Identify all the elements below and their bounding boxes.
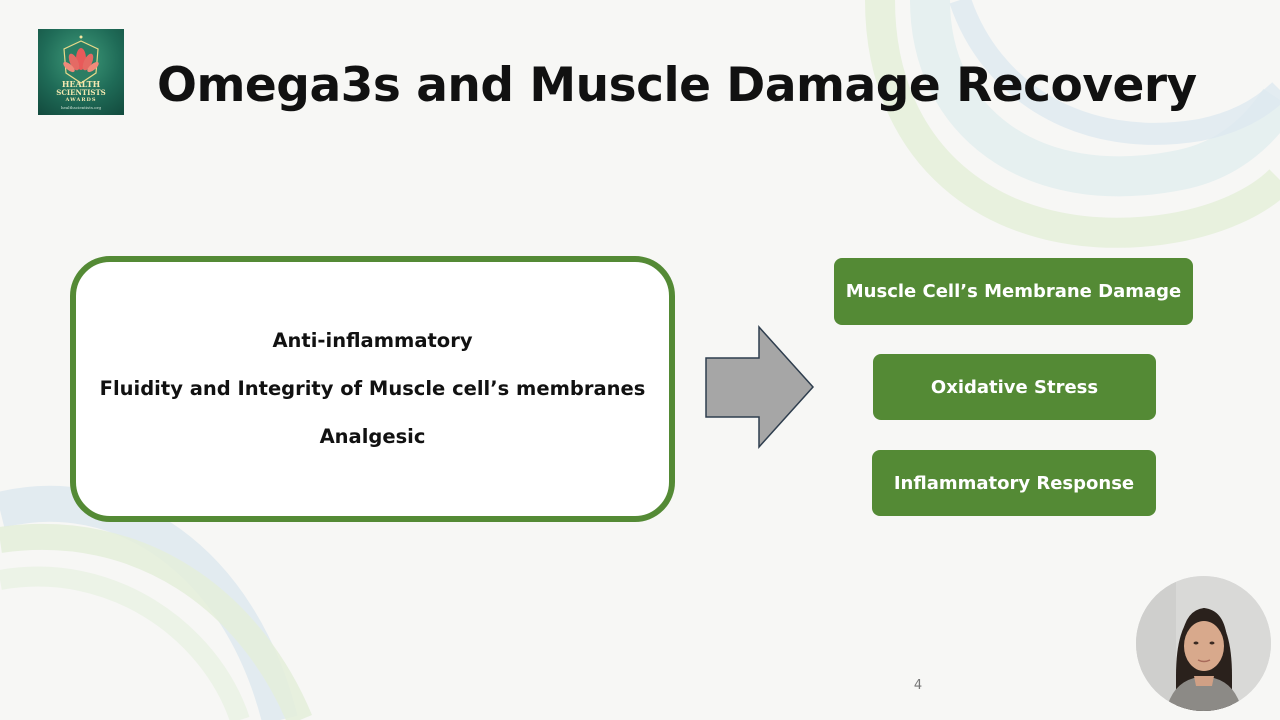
right-arrow-icon	[705, 325, 815, 449]
mechanism-item: Anti-inflammatory	[272, 329, 473, 352]
mechanism-item: Fluidity and Integrity of Muscle cell’s …	[99, 377, 646, 400]
logo-text-line3: AWARDS	[65, 97, 97, 103]
effect-box-membrane-damage: Muscle Cell’s Membrane Damage	[834, 258, 1193, 325]
lotus-icon	[63, 35, 99, 84]
logo-text-line4: healthscientists.org	[60, 105, 102, 110]
mechanism-item: Analgesic	[319, 425, 426, 448]
health-scientists-awards-logo: HEALTH SCIENTISTS AWARDS healthscientist…	[38, 29, 124, 115]
mechanisms-box: Anti-inflammatory Fluidity and Integrity…	[70, 256, 675, 522]
effect-box-inflammatory-response: Inflammatory Response	[872, 450, 1156, 516]
presenter-avatar	[1136, 576, 1271, 711]
effect-box-oxidative-stress: Oxidative Stress	[873, 354, 1156, 420]
slide-title: Omega3s and Muscle Damage Recovery	[157, 58, 1197, 113]
presenter-webcam	[1136, 576, 1271, 711]
logo-text-line1: HEALTH	[61, 79, 101, 89]
page-number: 4	[913, 678, 923, 693]
logo-text-line2: SCIENTISTS	[56, 88, 106, 97]
